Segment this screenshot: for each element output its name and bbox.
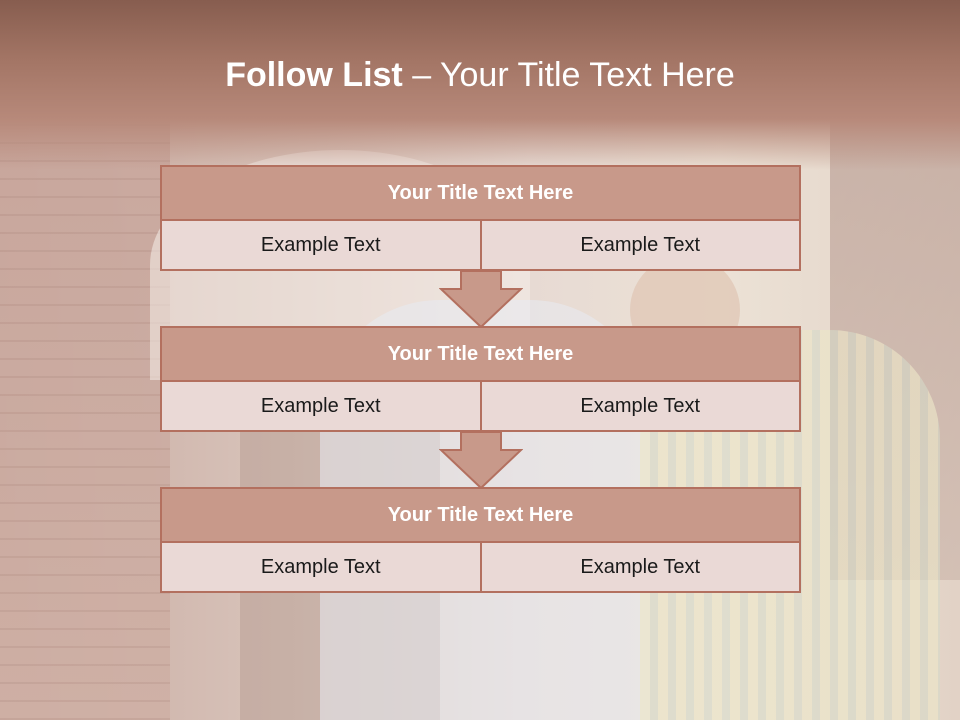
block-cell-left: Example Text bbox=[162, 221, 480, 269]
block-cell-right: Example Text bbox=[479, 543, 799, 591]
block-title: Your Title Text Here bbox=[160, 326, 801, 382]
block-title: Your Title Text Here bbox=[160, 487, 801, 543]
slide-title-bold: Follow List bbox=[225, 56, 403, 94]
down-arrow-icon bbox=[439, 432, 523, 490]
block-row: Example Text Example Text bbox=[160, 543, 801, 593]
down-arrow-icon bbox=[439, 271, 523, 329]
block-row: Example Text Example Text bbox=[160, 382, 801, 432]
header-band bbox=[0, 0, 960, 170]
block-cell-right: Example Text bbox=[479, 382, 799, 430]
block-row: Example Text Example Text bbox=[160, 221, 801, 271]
background-brick-wall bbox=[0, 120, 170, 720]
block-cell-left: Example Text bbox=[162, 382, 480, 430]
block-cell-right: Example Text bbox=[479, 221, 799, 269]
list-block-2: Your Title Text Here Example Text Exampl… bbox=[160, 326, 801, 432]
slide-title-rest: – Your Title Text Here bbox=[412, 56, 735, 94]
list-block-1: Your Title Text Here Example Text Exampl… bbox=[160, 165, 801, 271]
slide-title: Follow List – Your Title Text Here bbox=[0, 56, 960, 95]
block-cell-left: Example Text bbox=[162, 543, 480, 591]
block-title: Your Title Text Here bbox=[160, 165, 801, 221]
list-block-3: Your Title Text Here Example Text Exampl… bbox=[160, 487, 801, 593]
